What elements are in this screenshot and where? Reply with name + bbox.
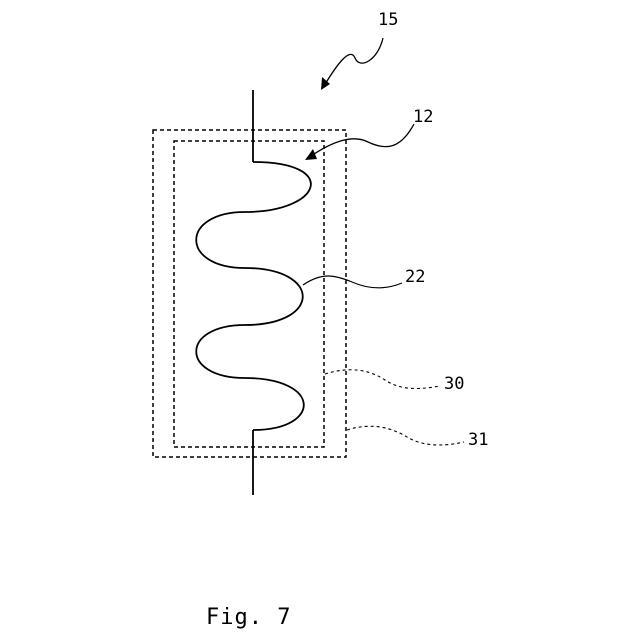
leader-line-element [311, 124, 414, 156]
label-coil: 22 [405, 267, 425, 287]
label-element: 12 [413, 107, 433, 127]
outer-dashed-boundary [153, 130, 346, 457]
label-outer-boundary: 31 [468, 430, 488, 450]
leader-line-device [324, 38, 383, 86]
arrowhead-element [305, 149, 317, 160]
leader-line-inner-boundary [325, 370, 440, 389]
leader-line-outer-boundary [347, 426, 464, 445]
leader-line-coil [303, 276, 402, 288]
figure-caption: Fig. 7 [206, 605, 291, 630]
label-inner-boundary: 30 [444, 374, 464, 394]
label-device: 15 [378, 10, 398, 30]
inner-dashed-boundary [174, 141, 324, 447]
serpentine-coil [196, 162, 311, 430]
